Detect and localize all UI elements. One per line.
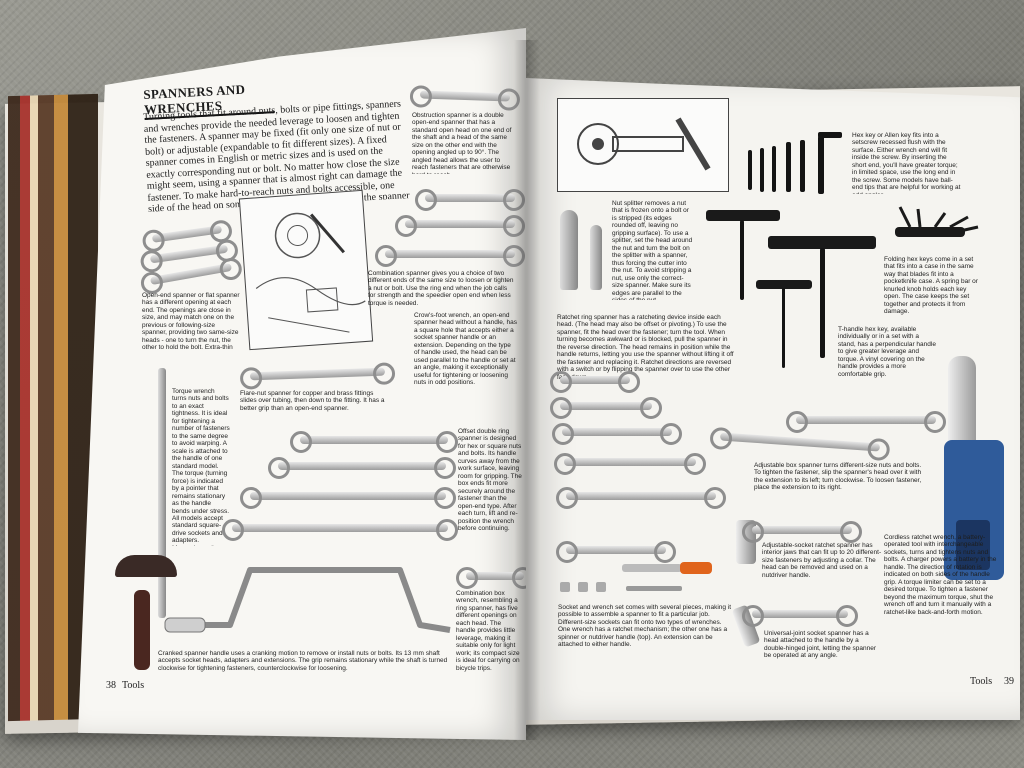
hex-key-image xyxy=(772,146,776,192)
cranked-spanner-handle-image xyxy=(164,567,451,633)
ratchet-ring-spanner-image xyxy=(550,397,662,419)
combination-spanner-image xyxy=(415,189,525,211)
folding-hex-keys-image xyxy=(895,206,979,237)
nut-splitter-large-image xyxy=(560,210,578,290)
caption-combination-box-wrench: Combination box wrench, resembling a rin… xyxy=(456,590,520,672)
page-number-right: 39 xyxy=(1004,676,1014,687)
universal-joint-socket-handle xyxy=(742,605,858,627)
illustration-nut-splitter-use xyxy=(557,98,729,192)
spinner-handle-image xyxy=(680,562,712,574)
adjustable-box-spanner-image xyxy=(786,411,946,433)
caption-adjustable-socket-ratchet: Adjustable-socket ratchet spanner has in… xyxy=(762,542,882,579)
caption-offset-ring-spanner: Offset double ring spanner is designed f… xyxy=(458,428,522,533)
t-handle-hex-key-image xyxy=(756,280,812,289)
combination-spanner-image xyxy=(395,215,525,237)
hex-key-image xyxy=(818,132,842,138)
caption-universal-joint-socket-spanner: Universal-joint socket spanner has a hea… xyxy=(764,630,877,660)
ratchet-wrench-image xyxy=(556,541,676,563)
caption-obstruction-spanner: Obstruction spanner is a double open-end… xyxy=(412,112,512,174)
caption-torque-wrench: Torque wrench turns nuts and bolts to an… xyxy=(172,388,230,546)
torque-wrench-handle xyxy=(134,590,150,670)
offset-ring-spanner-image xyxy=(290,431,458,453)
caption-hex-key: Hex key or Allen key fits into a setscre… xyxy=(852,132,961,194)
hex-key-image xyxy=(818,136,824,194)
caption-cranked-spanner-handle: Cranked spanner handle uses a cranking m… xyxy=(158,650,448,672)
caption-adjustable-box-spanner: Adjustable box spanner turns different-s… xyxy=(754,462,922,492)
socket-image xyxy=(560,582,570,592)
extension-bar-image xyxy=(626,586,682,591)
book-gutter xyxy=(514,40,540,740)
torque-wrench-image xyxy=(158,368,166,618)
ratchet-ring-spanner-image xyxy=(552,423,682,445)
offset-ring-spanner-image xyxy=(222,519,458,541)
t-handle-hex-key-shaft xyxy=(820,248,825,358)
caption-folding-hex-keys: Folding hex keys come in a set that fits… xyxy=(884,256,978,316)
caption-combination-spanner: Combination spanner gives you a choice o… xyxy=(368,270,514,306)
intro-paragraph: Turning tools that fit around nuts, bolt… xyxy=(143,98,410,212)
caption-ratchet-ring-spanner: Ratchet ring spanner has a ratcheting de… xyxy=(557,314,734,381)
page-number-left: 38 xyxy=(106,680,116,691)
hex-key-image xyxy=(786,142,791,192)
nut-splitter-drawing xyxy=(577,117,711,171)
t-handle-hex-key-shaft xyxy=(740,220,744,300)
illustration-engine-drawing xyxy=(238,189,374,351)
ratchet-ring-spanner-image xyxy=(556,487,726,509)
caption-socket-and-wrench-set: Socket and wrench set comes with several… xyxy=(558,604,732,649)
caption-flare-nut-spanner: Flare-nut spanner for copper and brass f… xyxy=(240,390,385,412)
running-head-right: Tools xyxy=(970,676,993,687)
running-head-left: Tools xyxy=(122,680,145,691)
caption-cordless-ratchet-wrench: Cordless ratchet wrench, a battery-opera… xyxy=(884,534,997,616)
t-handle-hex-key-shaft xyxy=(782,288,785,368)
adjustable-socket-ratchet-handle xyxy=(742,521,862,543)
hex-key-image xyxy=(748,150,752,190)
cordless-ratchet-head xyxy=(948,356,976,446)
socket-image xyxy=(578,582,588,592)
socket-image xyxy=(596,582,606,592)
hex-key-image xyxy=(800,140,805,192)
left-page xyxy=(78,28,526,740)
cordless-ratchet-battery xyxy=(956,520,990,570)
combination-spanner-image xyxy=(375,245,525,267)
torque-wrench-scale xyxy=(115,555,177,577)
caption-nut-splitter: Nut splitter removes a nut that is froze… xyxy=(612,200,693,300)
caption-t-handle-hex-key: T-handle hex key, available individually… xyxy=(838,326,936,378)
offset-ring-spanner-image xyxy=(240,487,456,509)
ratchet-ring-spanner-image xyxy=(550,371,640,393)
ratchet-ring-spanner-image xyxy=(554,453,706,475)
caption-open-end-spanner: Open-end spanner or flat spanner has a d… xyxy=(142,292,240,350)
spinner-handle-shaft xyxy=(622,564,682,572)
hex-key-image xyxy=(760,148,764,192)
t-handle-hex-key-image xyxy=(768,236,876,249)
engine-drawing xyxy=(255,212,366,333)
nut-splitter-small-image xyxy=(590,225,602,290)
t-handle-hex-key-image xyxy=(706,210,780,221)
offset-ring-spanner-image xyxy=(268,457,456,479)
caption-crows-foot-wrench: Crow's-foot wrench, an open-end spanner … xyxy=(414,312,517,387)
